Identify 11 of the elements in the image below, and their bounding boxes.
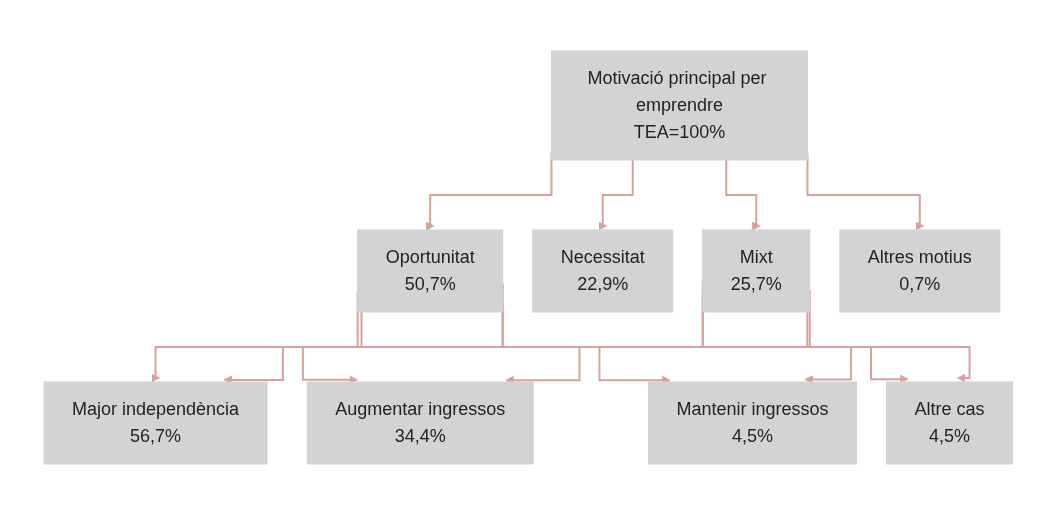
node-box: Augmentar ingressos 34,4% (306, 381, 534, 465)
node-box: Mantenir ingressos 4,5% (648, 381, 858, 465)
node-box: Altres motius 0,7% (839, 229, 1001, 313)
node-box: Major independència 56,7% (43, 381, 268, 465)
node-box: Oportunitat 50,7% (357, 229, 504, 313)
node-box: Mixt 25,7% (702, 229, 811, 313)
node-box: Altre cas 4,5% (886, 381, 1014, 465)
node-box: Necessitat 22,9% (532, 229, 674, 313)
node-box: Motivació principal per emprendre TEA=100% (551, 50, 809, 161)
arrow (598, 159, 634, 231)
arrow (725, 159, 761, 231)
